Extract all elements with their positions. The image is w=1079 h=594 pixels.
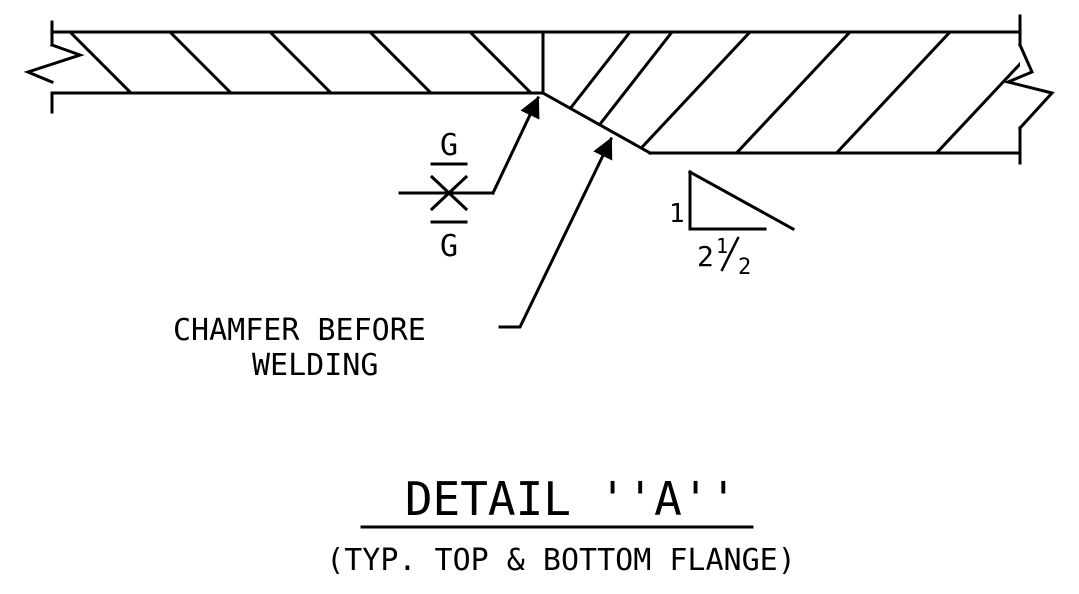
chamfer-slope — [540, 90, 653, 156]
chamfer-leader — [498, 136, 614, 329]
detail-title: DETAIL ''A'' — [405, 472, 737, 526]
thick-plate-hatching — [543, 32, 1020, 153]
callout-line2: WELDING — [252, 348, 378, 383]
detail-subtitle: (TYP. TOP & BOTTOM FLANGE) — [326, 543, 796, 578]
slope-run-whole: 2 — [697, 240, 714, 273]
slope-indicator: 1 2 1 2 — [669, 169, 796, 280]
thin-flange-plate — [23, 20, 1022, 114]
callout-line1: CHAMFER BEFORE — [173, 313, 426, 348]
slope-run-numerator: 1 — [716, 234, 728, 258]
chamfer-callout: CHAMFER BEFORE WELDING — [173, 136, 614, 383]
detail-title-block: DETAIL ''A'' (TYP. TOP & BOTTOM FLANGE) — [326, 472, 796, 578]
thin-plate-hatching — [68, 32, 533, 93]
slope-run-denominator: 2 — [738, 255, 751, 280]
slope-rise: 1 — [669, 199, 685, 229]
weld-symbol: G G — [398, 96, 540, 264]
weld-leader — [491, 96, 540, 195]
weld-top-label: G — [440, 128, 458, 163]
thick-flange-plate — [540, 14, 1055, 165]
weld-bottom-label: G — [440, 229, 458, 264]
